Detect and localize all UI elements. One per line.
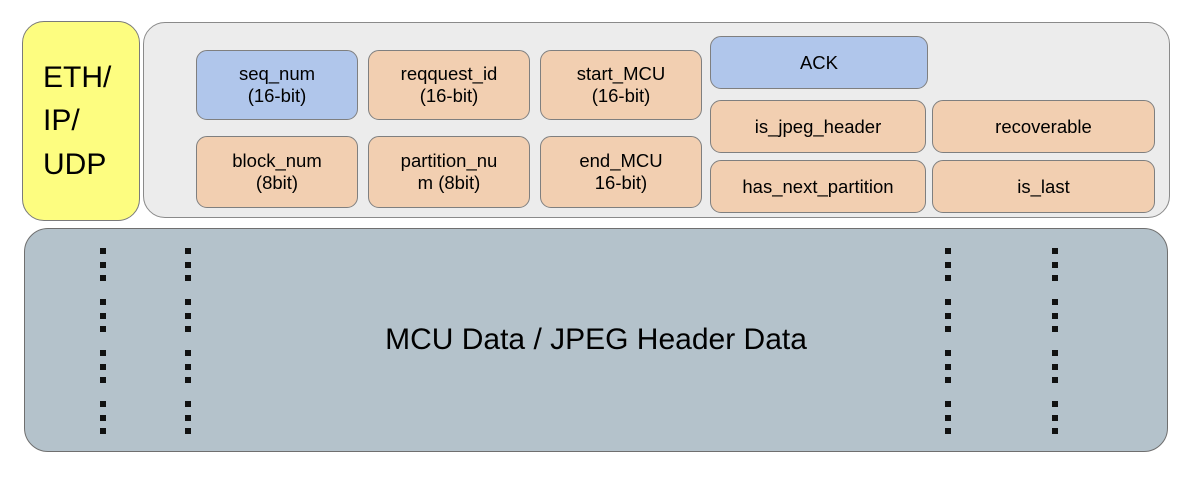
separator-dot <box>185 326 191 332</box>
network-header-eth-ip-udp: ETH/ IP/ UDP <box>22 21 140 221</box>
separator-dot <box>185 248 191 254</box>
separator-dot <box>945 350 951 356</box>
separator-dot <box>1052 428 1058 434</box>
separator-dot <box>185 377 191 383</box>
payload-separator-4 <box>1052 248 1058 434</box>
separator-dot <box>185 363 191 370</box>
separator-dot <box>945 248 951 254</box>
separator-dot <box>1052 350 1058 356</box>
separator-dot <box>945 312 951 319</box>
separator-dot <box>185 261 191 268</box>
separator-dot <box>1052 377 1058 383</box>
separator-dot <box>1052 312 1058 319</box>
separator-dot-group <box>945 299 951 332</box>
separator-dot-group <box>945 350 951 383</box>
field-partition-num: partition_nu m (8bit) <box>368 136 530 208</box>
separator-dot <box>1052 414 1058 421</box>
separator-dot-group <box>945 401 951 434</box>
separator-dot <box>945 428 951 434</box>
payload-separator-2 <box>185 248 191 434</box>
separator-dot-group <box>1052 350 1058 383</box>
separator-dot <box>1052 299 1058 305</box>
separator-dot <box>100 401 106 407</box>
payload-separator-1 <box>100 248 106 434</box>
separator-dot <box>100 312 106 319</box>
separator-dot <box>945 261 951 268</box>
separator-dot <box>1052 401 1058 407</box>
separator-dot <box>1052 275 1058 281</box>
separator-dot <box>100 275 106 281</box>
separator-dot-group <box>185 350 191 383</box>
separator-dot <box>185 350 191 356</box>
separator-dot-group <box>185 299 191 332</box>
separator-dot-group <box>100 248 106 281</box>
separator-dot <box>945 363 951 370</box>
separator-dot <box>945 414 951 421</box>
field-is-last: is_last <box>932 160 1155 213</box>
separator-dot <box>1052 363 1058 370</box>
separator-dot <box>185 428 191 434</box>
separator-dot <box>945 326 951 332</box>
separator-dot <box>100 299 106 305</box>
field-is-jpeg-header: is_jpeg_header <box>710 100 926 153</box>
payload-data-box: MCU Data / JPEG Header Data <box>24 228 1168 452</box>
separator-dot <box>100 414 106 421</box>
field-ack: ACK <box>710 36 928 89</box>
separator-dot <box>100 350 106 356</box>
field-reqquest-id: reqquest_id (16-bit) <box>368 50 530 120</box>
separator-dot <box>100 377 106 383</box>
field-block-num: block_num (8bit) <box>196 136 358 208</box>
separator-dot <box>945 401 951 407</box>
field-start-mcu: start_MCU (16-bit) <box>540 50 702 120</box>
separator-dot-group <box>185 248 191 281</box>
separator-dot <box>100 261 106 268</box>
separator-dot <box>100 248 106 254</box>
separator-dot <box>185 275 191 281</box>
separator-dot-group <box>1052 248 1058 281</box>
separator-dot <box>185 414 191 421</box>
separator-dot-group <box>1052 299 1058 332</box>
separator-dot <box>100 326 106 332</box>
field-end-mcu: end_MCU 16-bit) <box>540 136 702 208</box>
field-seq-num: seq_num (16-bit) <box>196 50 358 120</box>
separator-dot <box>185 401 191 407</box>
separator-dot <box>1052 248 1058 254</box>
separator-dot-group <box>100 350 106 383</box>
payload-label: MCU Data / JPEG Header Data <box>385 323 807 356</box>
separator-dot <box>185 299 191 305</box>
separator-dot <box>1052 326 1058 332</box>
field-recoverable: recoverable <box>932 100 1155 153</box>
separator-dot-group <box>1052 401 1058 434</box>
separator-dot <box>100 363 106 370</box>
separator-dot <box>100 428 106 434</box>
field-has-next-partition: has_next_partition <box>710 160 926 213</box>
separator-dot <box>1052 261 1058 268</box>
separator-dot-group <box>945 248 951 281</box>
separator-dot <box>945 275 951 281</box>
separator-dot <box>945 377 951 383</box>
separator-dot <box>185 312 191 319</box>
payload-separator-3 <box>945 248 951 434</box>
separator-dot <box>945 299 951 305</box>
separator-dot-group <box>185 401 191 434</box>
separator-dot-group <box>100 401 106 434</box>
separator-dot-group <box>100 299 106 332</box>
